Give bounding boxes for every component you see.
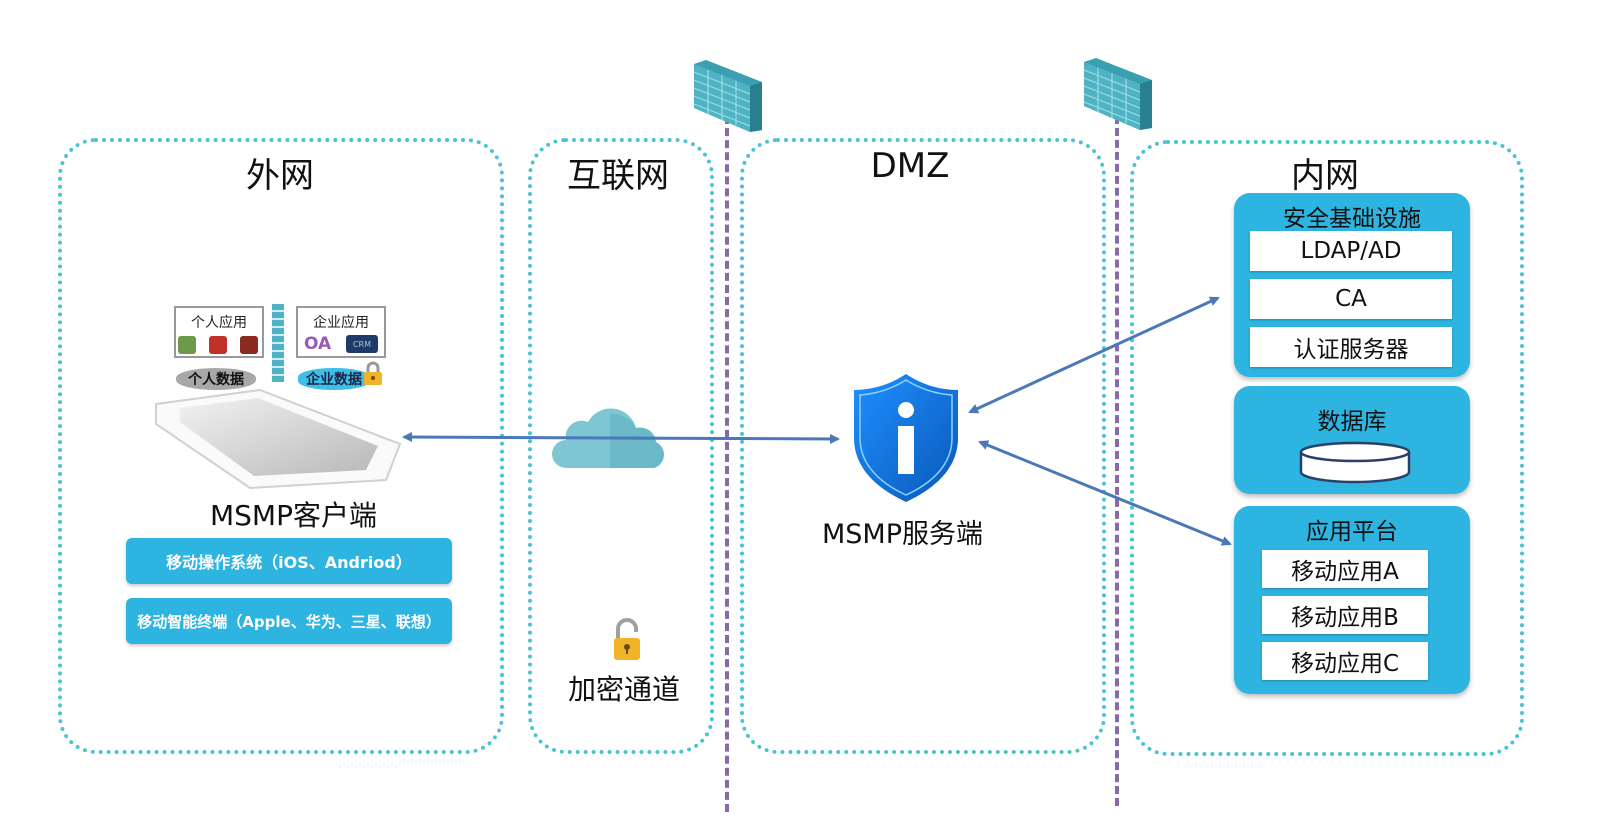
server-title: MSMP服务端 <box>822 519 984 550</box>
mobile-app-item: 移动应用C <box>1262 642 1428 680</box>
zone-external-title: 外网 <box>246 156 314 196</box>
security-item: 认证服务器 <box>1250 327 1452 367</box>
lock-icon <box>364 361 382 385</box>
mobile-app-item: 移动应用A <box>1262 550 1428 588</box>
mobile-os-bar: 移动操作系统（iOS、Andriod） <box>126 538 452 584</box>
app-icon <box>209 336 227 354</box>
client-title: MSMP客户端 <box>210 499 377 532</box>
crm-app-icon: CRM <box>346 335 378 353</box>
zone-external <box>58 138 504 754</box>
shield-info-icon <box>854 374 958 502</box>
encrypted-tunnel-label: 加密通道 <box>568 673 681 706</box>
firewall-icon <box>693 60 762 132</box>
cloud-icon <box>552 408 664 468</box>
zone-internet <box>528 138 714 754</box>
security-infrastructure-title: 安全基础设施 <box>1283 206 1421 232</box>
security-item: CA <box>1250 279 1452 319</box>
zone-intranet-title: 内网 <box>1291 156 1359 196</box>
zone-dmz-title: DMZ <box>870 146 950 186</box>
mobile-devices-bar: 移动智能终端（Apple、华为、三星、联想） <box>126 598 452 644</box>
padlock-icon <box>614 618 640 660</box>
enterprise-apps-box: 企业应用 OA CRM <box>296 306 386 358</box>
personal-apps-box: 个人应用 <box>174 306 264 358</box>
security-infrastructure-panel: 安全基础设施 LDAP/AD CA 认证服务器 <box>1234 193 1470 377</box>
zone-internet-title: 互联网 <box>567 156 669 196</box>
app-icon <box>240 336 258 354</box>
app-platform-title: 应用平台 <box>1306 519 1398 545</box>
mobile-app-item: 移动应用B <box>1262 596 1428 634</box>
boundary-line-internet-dmz <box>725 116 729 812</box>
client-partition-wall <box>272 304 284 382</box>
firewall-icon <box>1083 58 1152 130</box>
personal-apps-label: 个人应用 <box>191 315 247 331</box>
database-panel: 数据库 <box>1234 386 1470 494</box>
enterprise-data-store: 企业数据 <box>298 368 370 390</box>
boundary-line-dmz-intranet <box>1115 116 1119 806</box>
app-platform-panel: 应用平台 移动应用A 移动应用B 移动应用C <box>1234 506 1470 694</box>
oa-app-icon: OA <box>304 334 332 354</box>
enterprise-apps-label: 企业应用 <box>313 315 369 331</box>
tablet-device-icon <box>155 388 402 490</box>
app-icon <box>178 336 196 354</box>
personal-data-store: 个人数据 <box>176 368 256 390</box>
security-item: LDAP/AD <box>1250 231 1452 271</box>
database-icon <box>1299 441 1411 484</box>
database-title: 数据库 <box>1317 409 1387 435</box>
